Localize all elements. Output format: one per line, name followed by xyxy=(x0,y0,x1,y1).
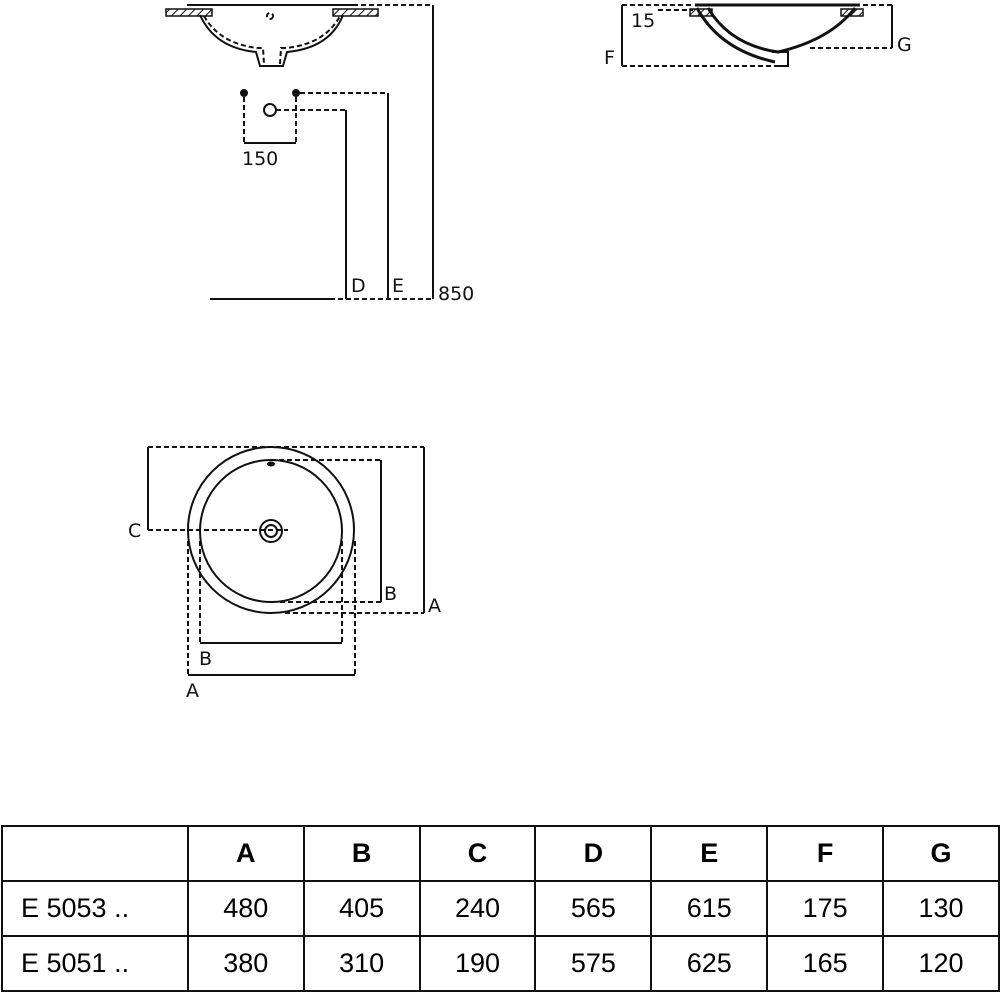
header-cell: A xyxy=(186,825,305,882)
value-cell: 575 xyxy=(534,935,653,992)
dim-150-label: 150 xyxy=(242,148,278,170)
label-e: E xyxy=(392,275,404,297)
value-cell: 625 xyxy=(650,935,769,992)
basin-profile xyxy=(199,14,344,67)
label-g: G xyxy=(897,34,912,56)
dimensions-table: A B C D E F G E 5053 .. 480 405 240 565 … xyxy=(1,825,1000,992)
basin-inner-dashed xyxy=(203,15,341,65)
label-c: C xyxy=(128,520,141,542)
dim-850-label: 850 xyxy=(438,283,474,305)
value-cell: 190 xyxy=(418,935,537,992)
drain-outlet xyxy=(772,51,789,67)
value-cell: 405 xyxy=(302,880,421,937)
header-cell: B xyxy=(302,825,421,882)
section-view: 15 F G xyxy=(604,3,912,69)
technical-drawing: 150 D E 850 15 F G xyxy=(128,3,912,702)
table-header-row: A B C D E F G xyxy=(1,825,1000,882)
label-a-bottom: A xyxy=(186,680,199,702)
header-cell: F xyxy=(766,825,885,882)
waste-outlet xyxy=(263,103,277,117)
table-row: E 5051 .. 380 310 190 575 625 165 120 xyxy=(1,935,1000,992)
header-cell: E xyxy=(650,825,769,882)
tap-connection-right xyxy=(292,89,300,97)
value-cell: 310 xyxy=(302,935,421,992)
value-cell: 165 xyxy=(766,935,885,992)
model-cell: E 5051 .. xyxy=(1,935,189,992)
value-cell: 175 xyxy=(766,880,885,937)
value-cell: 240 xyxy=(418,880,537,937)
value-cell: 615 xyxy=(650,880,769,937)
countertop-right xyxy=(332,8,379,17)
value-cell: 120 xyxy=(882,935,1000,992)
side-view: 150 D E 850 xyxy=(165,4,474,305)
tap-connection-left xyxy=(240,89,248,97)
model-cell: E 5053 .. xyxy=(1,880,189,937)
header-cell xyxy=(1,825,189,882)
overflow-icon xyxy=(267,461,275,467)
countertop-left xyxy=(165,8,213,17)
header-cell: G xyxy=(882,825,1000,882)
header-cell: C xyxy=(418,825,537,882)
header-cell: D xyxy=(534,825,653,882)
overflow-icon xyxy=(266,12,274,20)
basin-profile xyxy=(695,7,857,64)
label-b-right: B xyxy=(384,583,397,605)
value-cell: 130 xyxy=(882,880,1000,937)
label-b-bottom: B xyxy=(199,648,212,670)
label-d: D xyxy=(351,275,366,297)
table-row: E 5053 .. 480 405 240 565 615 175 130 xyxy=(1,880,1000,937)
label-a-right: A xyxy=(428,595,441,617)
dim-15-label: 15 xyxy=(631,10,655,32)
value-cell: 565 xyxy=(534,880,653,937)
plan-view: C B A B A xyxy=(128,446,441,702)
value-cell: 380 xyxy=(186,935,305,992)
label-f: F xyxy=(604,47,615,69)
value-cell: 480 xyxy=(186,880,305,937)
